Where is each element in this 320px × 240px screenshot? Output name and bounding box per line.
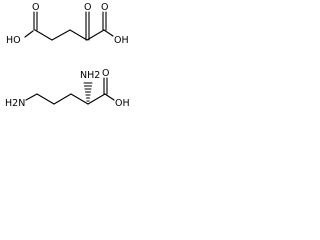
atom-oh-right: OH bbox=[114, 35, 129, 46]
atom-h2n-left: H2N bbox=[5, 98, 25, 109]
atom-oh: OH bbox=[115, 98, 130, 109]
atom-o-left-carbonyl: O bbox=[32, 2, 39, 13]
atom-o-keto: O bbox=[84, 2, 91, 13]
bond-c3-c2 bbox=[70, 93, 89, 105]
alpha-ketoglutaric-acid: HO O O O OH bbox=[6, 2, 129, 46]
bond-ho-c1 bbox=[24, 30, 34, 38]
atom-nh2-alpha: NH2 bbox=[80, 70, 100, 81]
bond-c5-oh bbox=[103, 29, 114, 37]
atom-o-carbonyl: O bbox=[102, 68, 109, 79]
bond-c2-c3 bbox=[51, 29, 71, 41]
bond-c5-c4 bbox=[36, 93, 55, 105]
bond-c2-c1 bbox=[87, 93, 106, 105]
stereo-hash-wedge bbox=[83, 82, 93, 102]
bond-c3-c4 bbox=[69, 29, 88, 41]
bond-c1-c2 bbox=[34, 29, 53, 41]
ornithine: H2N NH2 O OH bbox=[5, 68, 130, 109]
atom-o-right-carbonyl: O bbox=[101, 2, 108, 13]
bond-c1-oh bbox=[104, 93, 115, 101]
bond-n-c5 bbox=[25, 93, 38, 101]
structure-canvas: HO O O O OH H2N NH2 O OH bbox=[5, 2, 130, 109]
bond-c4-c3 bbox=[53, 93, 72, 105]
atom-ho-left: HO bbox=[6, 35, 21, 46]
bond-c4-c5 bbox=[86, 29, 105, 41]
